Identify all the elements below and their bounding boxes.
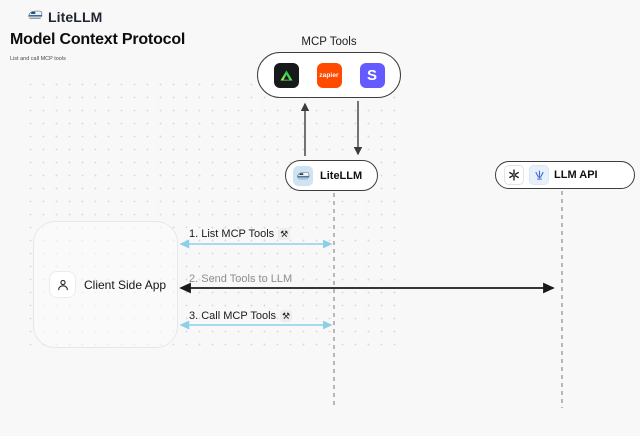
mcp-tools-node: zapier S (257, 52, 401, 98)
page-subtitle: List and call MCP tools (10, 56, 66, 62)
litellm-node: LiteLLM (285, 160, 378, 191)
person-icon (49, 271, 76, 298)
llm-api-node-label: LLM API (554, 169, 598, 181)
client-side-app-node: Client Side App (33, 221, 178, 348)
stripe-icon: S (359, 62, 385, 88)
litellm-train-icon (27, 8, 43, 26)
mcp-tools-label: MCP Tools (301, 36, 357, 48)
hammer-wrench-icon: ⚒ (278, 228, 291, 240)
edge-label-send-tools-to-llm: 2. Send Tools to LLM (189, 273, 293, 285)
green-triangle-tool-icon (273, 62, 299, 88)
edge-label-list-mcp-tools: 1. List MCP Tools ⚒ (189, 228, 291, 240)
litellm-train-icon (293, 165, 313, 186)
zapier-icon: zapier (316, 62, 342, 88)
brand: LiteLLM (27, 8, 102, 26)
page-title: Model Context Protocol (10, 31, 186, 48)
openai-icon (504, 165, 524, 185)
hammer-wrench-icon: ⚒ (280, 310, 293, 322)
litellm-node-label: LiteLLM (320, 169, 363, 182)
blue-llm-provider-icon (529, 165, 549, 185)
brand-label: LiteLLM (48, 9, 103, 25)
llm-api-node: LLM API (495, 161, 635, 189)
edge-label-call-mcp-tools: 3. Call MCP Tools ⚒ (189, 310, 293, 322)
client-side-app-label: Client Side App (84, 277, 167, 292)
